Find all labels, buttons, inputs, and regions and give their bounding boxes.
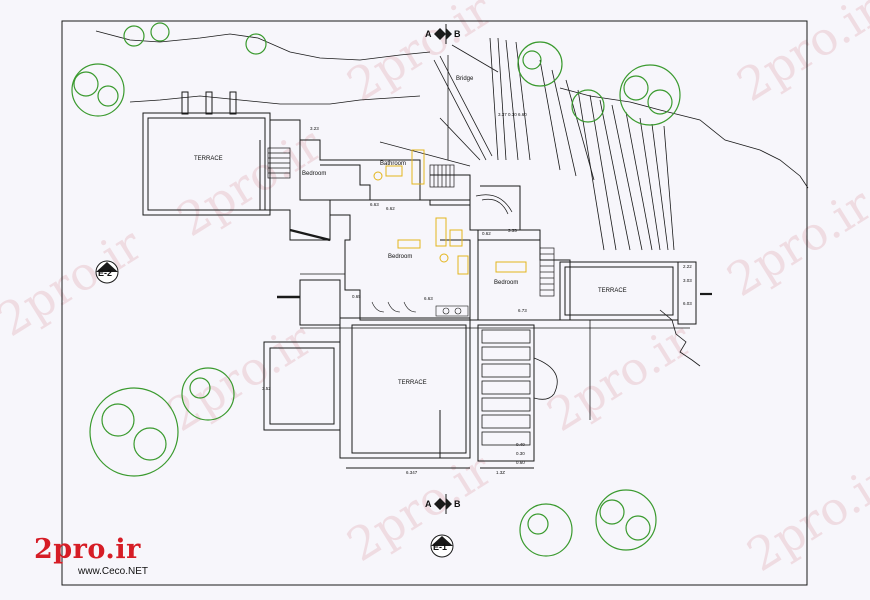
dimension-label: 6.03 [683,301,692,306]
south-steps [481,329,558,446]
room-label-terrace-west: TERRACE [194,156,223,162]
dimension-label: 6.347 [406,470,418,475]
tree-icon [181,367,235,421]
tree-icon [517,41,563,87]
tree-icon [89,387,179,477]
room-label-terrace-east: TERRACE [598,288,627,294]
brand-logo: 2pro.ir [34,534,141,565]
door-swings [371,301,469,317]
bridge-structure [379,37,675,251]
tree-icon [519,503,573,557]
tree-icon [619,64,681,126]
dimension-label: 0.60 [516,460,525,465]
dimension-label: 6.63 [370,202,379,207]
bathroom-fixtures [373,149,527,275]
trees [71,22,681,557]
dimension-label: 0.62 [482,231,491,236]
section-label-a: A [425,29,432,39]
elevation-mark-left: E-2 [95,260,119,284]
dimension-label: 3.03 [683,278,692,283]
room-label-terrace-south: TERRACE [398,380,427,386]
room-label-bedroom-2: Bedroom [388,254,412,260]
roof-band [300,273,690,420]
dimension-label: 6.73 [518,308,527,313]
house-walls [259,119,571,326]
dimension-label: 0.65 [352,294,361,299]
room-label-bedroom-3: Bedroom [494,280,518,286]
terrace-west [142,91,271,216]
terrace-east [559,261,712,325]
dimension-label: 3.35 [508,228,517,233]
elevation-label-e2: E-2 [98,268,112,278]
tree-icon [71,63,125,117]
section-label-b: B [454,29,461,39]
tree-icon [571,89,605,123]
elevation-mark-bottom: E-1 [430,534,454,558]
terrace-south [263,317,535,469]
dimension-label: 0.30 [516,451,525,456]
section-label-a: A [425,499,432,509]
section-label-b: B [454,499,461,509]
site-url: www.Ceco.NET [78,566,149,577]
tree-icon [595,489,657,551]
room-label-bedroom-1: Bedroom [302,171,326,177]
dimension-label: 0.40 [516,442,525,447]
dimension-label: 6.63 [424,296,433,301]
tree-icon [245,33,267,55]
room-label-bathroom: Bathroom [380,161,406,167]
dimension-labels: 3.23 6.63 6.62 0.65 6.63 0.62 3.35 3.03 … [262,112,692,475]
tree-icon [123,22,170,47]
dimension-label: 3.23 [310,126,319,131]
dimension-label: 2.22 [683,264,692,269]
dimension-label: 3.52 [262,386,271,391]
elevation-label-e1: E-1 [433,542,447,552]
stairs [267,147,555,297]
section-marker-bottom: A B [425,494,461,514]
room-label-bridge: Bridge [456,76,474,82]
dimension-label: 6.62 [386,206,395,211]
section-marker-top: A B [425,24,461,44]
dimension-label: 3.37 0.30 6.60 [498,112,527,117]
drawing-frame [61,20,808,586]
dimension-label: 1.3Z [496,470,505,475]
